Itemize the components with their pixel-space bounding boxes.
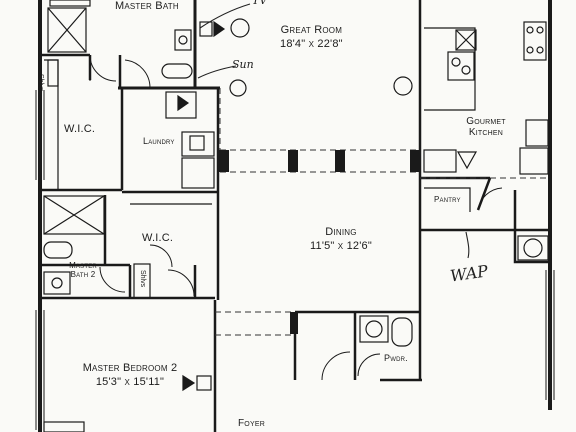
room-name: Foyer (238, 418, 265, 429)
doors (89, 54, 503, 381)
room-name: Gourmet Kitchen (466, 116, 506, 138)
room-dimensions: 18'4" x 22'8" (280, 38, 343, 51)
room-label-laundry: Laundry (143, 136, 175, 147)
tv-note: TV (252, 0, 268, 7)
room-label-wic-1: W.I.C. (64, 123, 95, 135)
room-name: Pantry (434, 195, 461, 204)
shelves-label-1: Shlvs (37, 74, 44, 92)
columns (219, 150, 420, 334)
room-label-master-bath: Master Bath (115, 0, 179, 12)
room-label-master-bedroom-2: Master Bedroom 2 15'3" x 15'11" (82, 362, 178, 388)
room-name: Pwdr. (384, 353, 408, 363)
room-label-wic-2: W.I.C. (142, 232, 173, 244)
room-label-pantry: Pantry (434, 195, 461, 205)
sun-note: Sun (232, 58, 254, 71)
room-label-pwdr: Pwdr. (384, 353, 408, 364)
open-boundaries (215, 88, 550, 336)
room-label-dining: Dining 11'5" x 12'6" (310, 226, 372, 252)
room-name: Laundry (143, 136, 175, 146)
hand-annotations (197, 3, 470, 259)
room-name: Master Bath 2 (69, 261, 97, 279)
room-label-gourmet-kitchen: Gourmet Kitchen (448, 116, 524, 138)
room-label-master-bath-2: Master Bath 2 (62, 261, 104, 280)
room-name: Dining (325, 226, 357, 238)
fixtures (43, 0, 549, 432)
interior-walls (40, 0, 550, 432)
room-label-foyer: Foyer (238, 418, 265, 429)
room-name: W.I.C. (64, 123, 96, 135)
room-dimensions: 11'5" x 12'6" (310, 240, 372, 253)
windows (35, 90, 555, 430)
room-name: Great Room (280, 24, 343, 36)
room-label-great-room: Great Room 18'4" x 22'8" (280, 24, 343, 50)
shelves-label-2: Shlvs (139, 270, 146, 288)
room-name: Master Bedroom 2 (82, 362, 178, 374)
room-name: Master Bath (115, 0, 179, 12)
room-dimensions: 15'3" x 15'11" (95, 376, 165, 389)
exterior-walls (38, 0, 552, 432)
room-name: W.I.C. (142, 232, 174, 244)
